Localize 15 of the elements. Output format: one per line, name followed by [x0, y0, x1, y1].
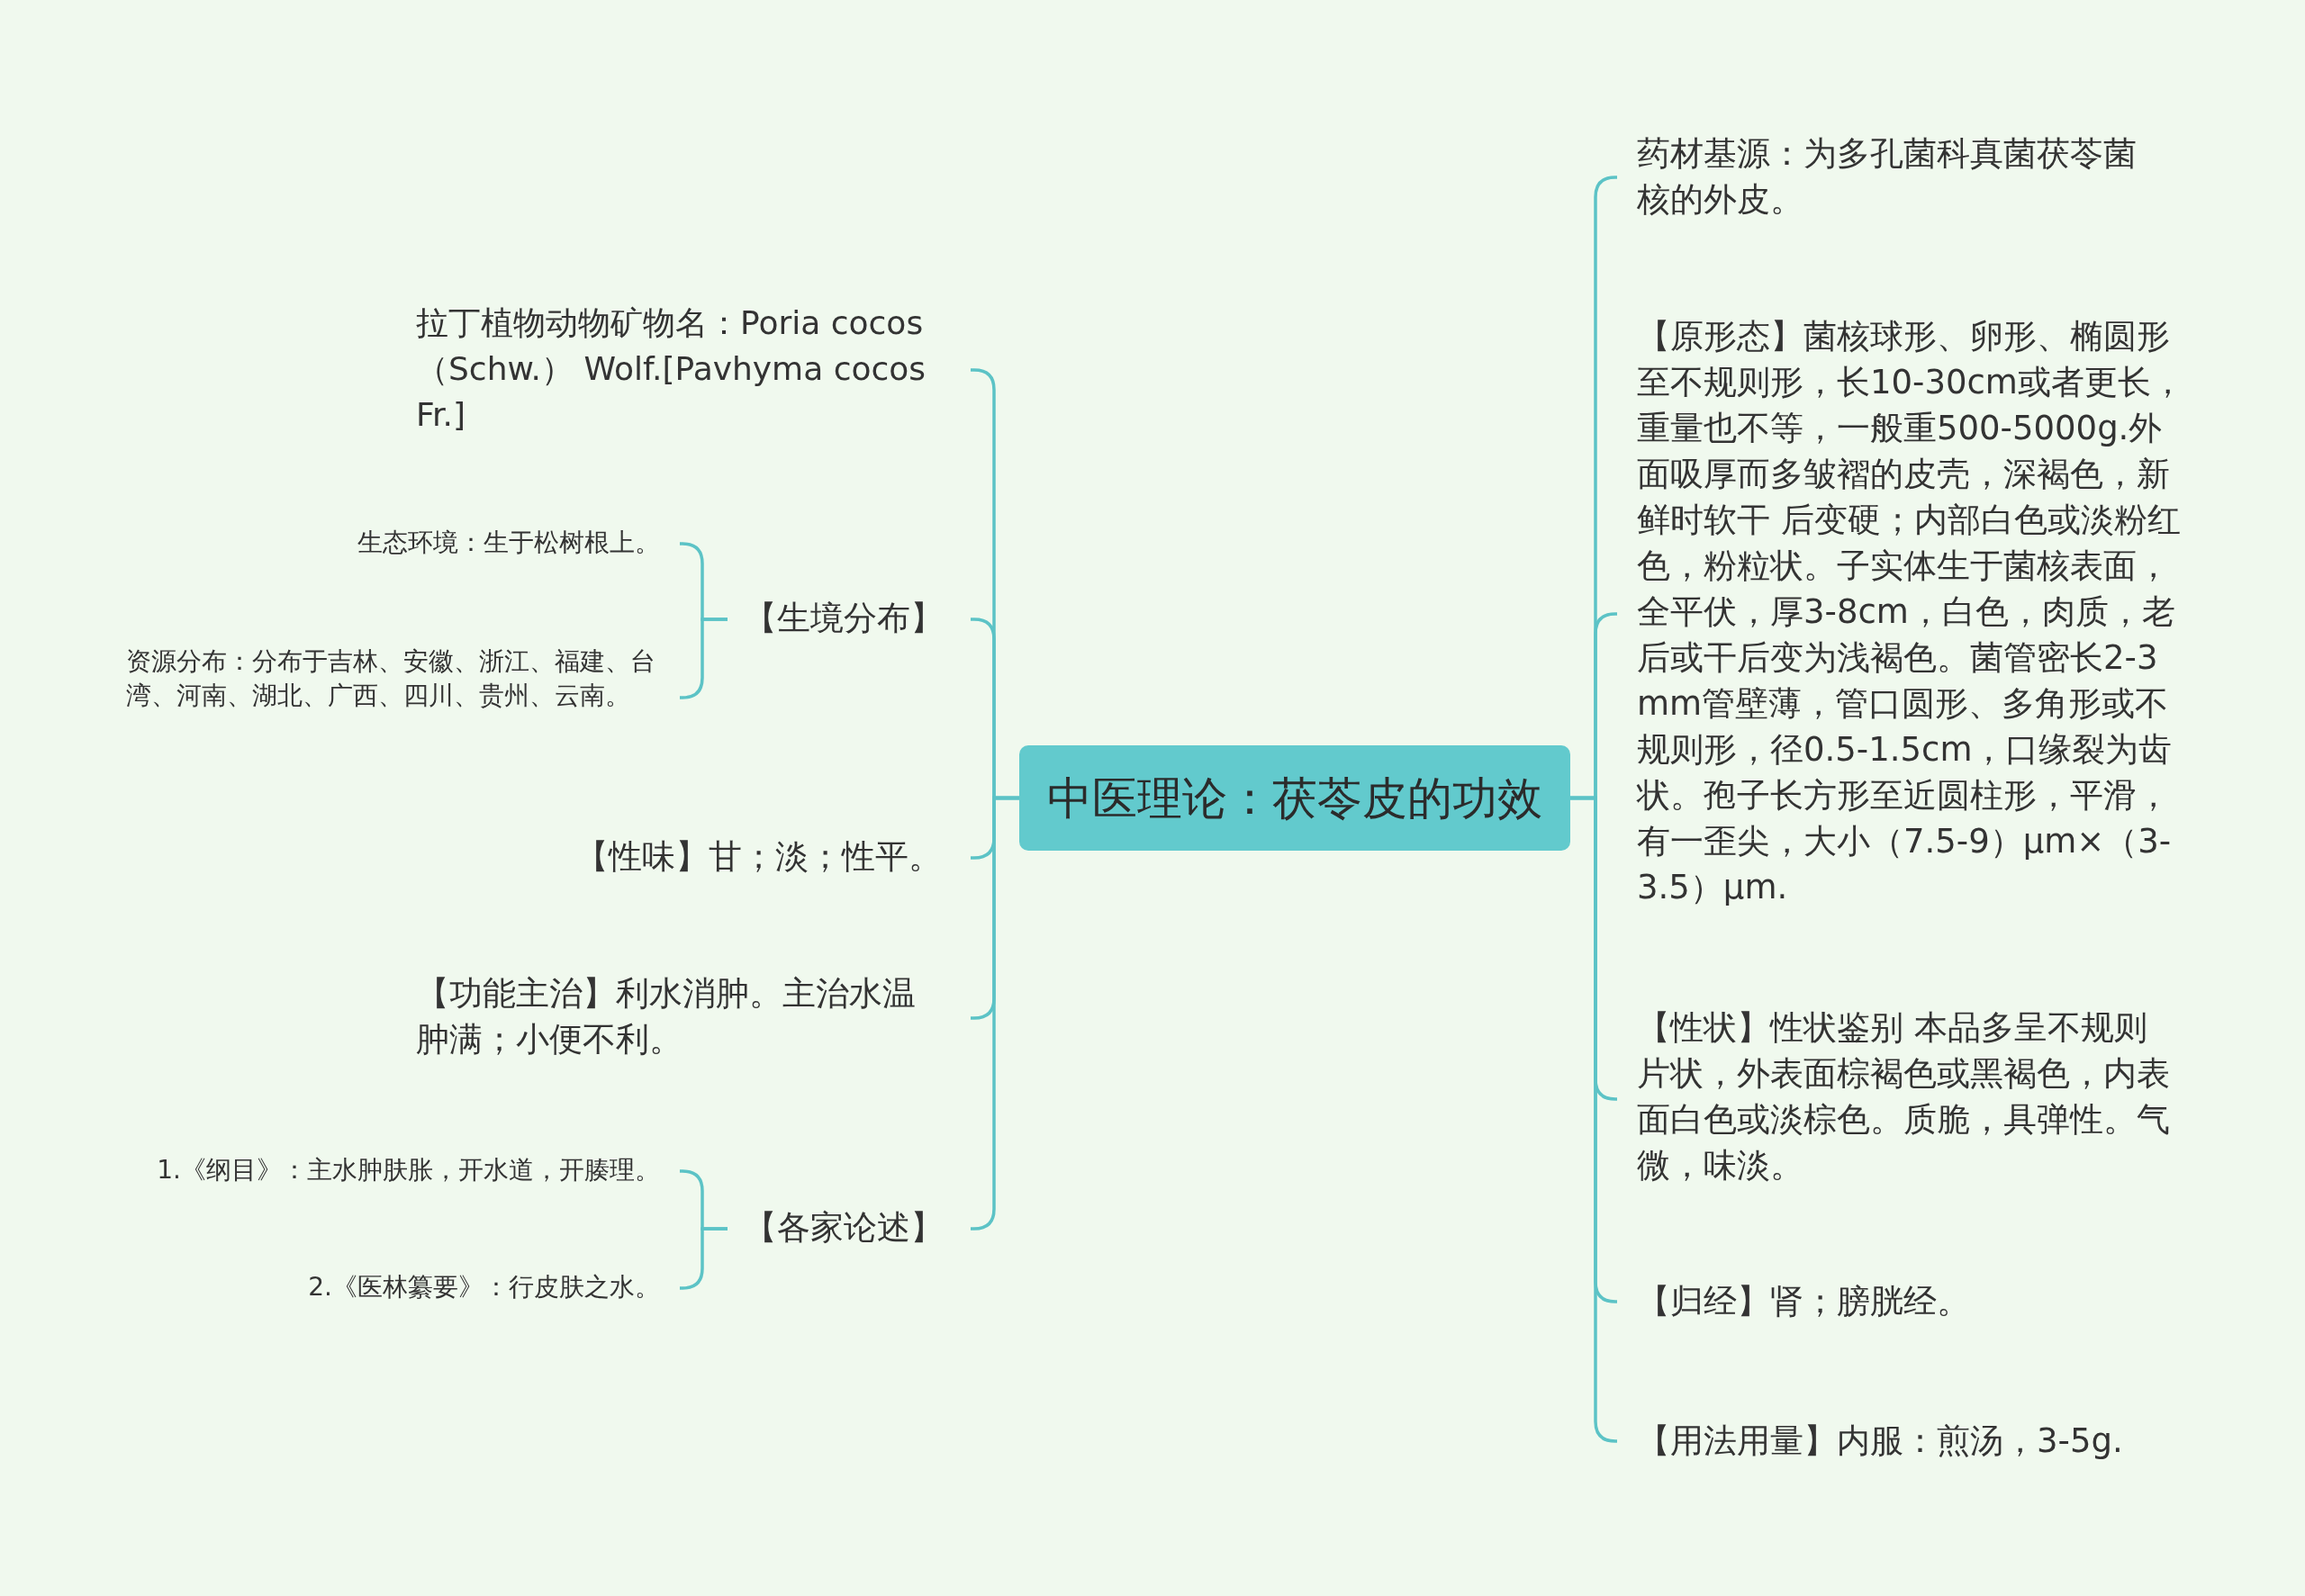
central-topic-box: 中医理论：茯苓皮的功效	[1019, 745, 1570, 851]
leaf-text: 1.《纲目》：主水肿肤胀，开水道，开腠理。	[108, 1153, 680, 1189]
branch-text: 【生境分布】	[728, 594, 971, 645]
branch-text: 【性味】甘；淡；性平。	[504, 834, 971, 882]
branch-text: 【归经】肾；膀胱经。	[1617, 1278, 2193, 1325]
branch-text: 【各家论述】	[728, 1204, 971, 1254]
branch-text: 【原形态】菌核球形、卵形、椭圆形至不规则形，长10-30cm或者更长，重量也不等，一般重500-5000g.外面吸厚而多皱褶的皮壳，深褐色，新鲜时软干 后变硬；内部白色或淡粉红色，粉粒状。子实体生于菌核表面，全平伏，厚3-8cm，白色，肉质，老后或干后变为浅褐色。菌管密长2-3mm管壁薄，管口圆形、多角形或不规则形，径0.5-1.5cm，口缘裂为齿状。孢子长方形至近圆柱形，平滑，有一歪尖，大小（7.5-9）μm×（3-3.5）μm.	[1617, 313, 2193, 915]
branch-text: 【用法用量】内服：煎汤，3-5g.	[1617, 1418, 2193, 1465]
leaf-text: 2.《医林纂要》：行皮肤之水。	[270, 1270, 680, 1306]
branch-text: 【性状】性状鉴别 本品多呈不规则片状，外表面棕褐色或黑褐色，内表面白色或淡棕色。质脆，具弹性。气微，味淡。	[1617, 1005, 2193, 1194]
branch-text: 拉丁植物动物矿物名：Poria cocos（Schw.） Wolf.[Pavhyma cocos Fr.]	[416, 300, 971, 440]
branch-text: 【功能主治】利水消肿。主治水温肿满；小便不利。	[416, 970, 971, 1066]
branch-text: 药材基源：为多孔菌科真菌茯苓菌核的外皮。	[1617, 131, 2175, 224]
leaf-text: 资源分布：分布于吉林、安徽、浙江、福建、台湾、河南、湖北、广西、四川、贵州、云南。	[126, 645, 680, 751]
leaf-text: 生态环境：生于松树根上。	[324, 526, 680, 562]
